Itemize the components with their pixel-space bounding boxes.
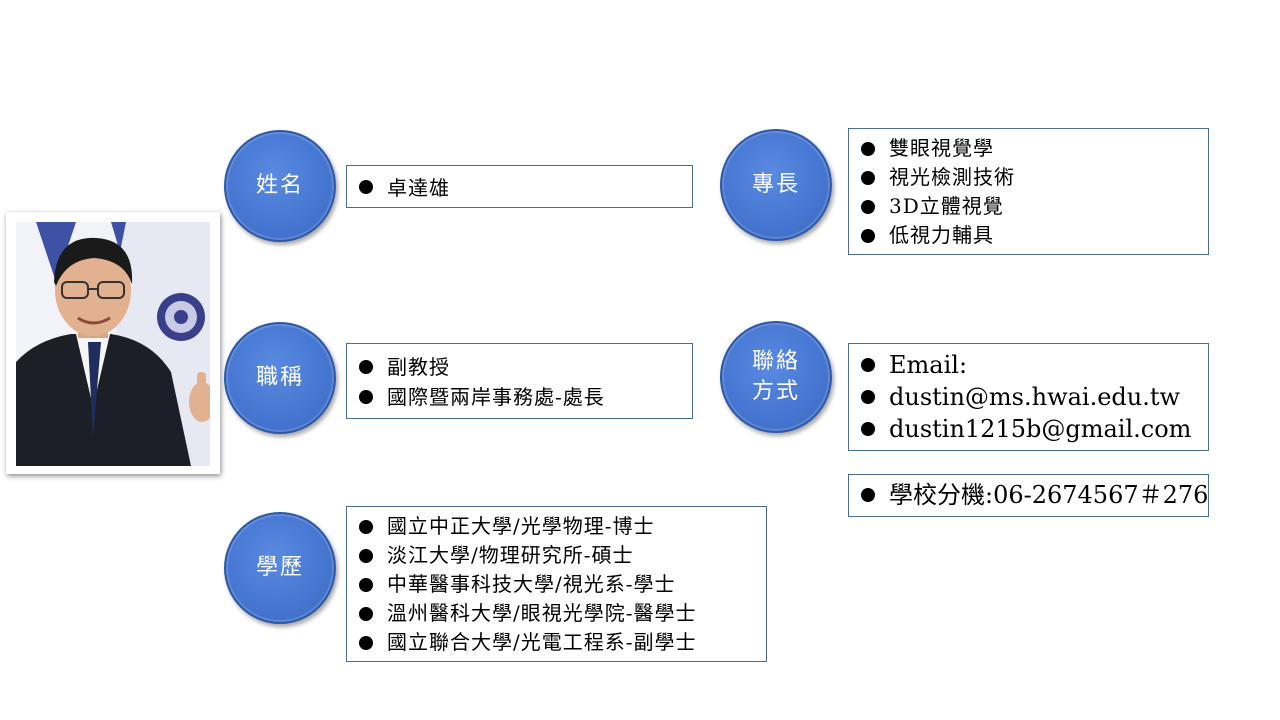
education-item: 國立中正大學/光學物理-博士: [357, 512, 756, 541]
contact-email-2: dustin1215b@gmail.com: [859, 413, 1198, 445]
title-box: 副教授 國際暨兩岸事務處-處長: [346, 343, 693, 419]
expertise-label: 專長: [751, 172, 800, 197]
education-label: 學歷: [255, 555, 304, 580]
expertise-item: 視光檢測技術: [859, 163, 1198, 192]
expertise-item: 3D立體視覺: [859, 192, 1198, 221]
contact-label-line2: 方式: [751, 379, 800, 404]
name-box: 卓達雄: [346, 165, 693, 208]
title-circle-label: 職稱: [224, 322, 336, 434]
contact-box: Email: dustin@ms.hwai.edu.tw dustin1215b…: [848, 343, 1209, 451]
education-circle-label: 學歷: [224, 512, 336, 624]
name-label: 姓名: [255, 173, 304, 198]
extension-number: 學校分機:06-2674567＃276: [859, 479, 1208, 511]
education-item: 溫州醫科大學/眼視光學院-醫學士: [357, 599, 756, 628]
title-item: 副教授: [357, 352, 682, 382]
contact-circle-label: 聯絡 方式: [720, 321, 832, 433]
name-circle-label: 姓名: [224, 130, 336, 242]
expertise-item: 雙眼視覺學: [859, 134, 1198, 163]
education-item: 中華醫事科技大學/視光系-學士: [357, 570, 756, 599]
education-item: 淡江大學/物理研究所-碩士: [357, 541, 756, 570]
extension-box: 學校分機:06-2674567＃276: [848, 474, 1209, 517]
name-value: 卓達雄: [357, 172, 682, 201]
person-illustration: [16, 222, 210, 466]
contact-email-1: dustin@ms.hwai.edu.tw: [859, 381, 1198, 413]
expertise-item: 低視力輔具: [859, 221, 1198, 250]
education-box: 國立中正大學/光學物理-博士 淡江大學/物理研究所-碩士 中華醫事科技大學/視光…: [346, 506, 767, 662]
expertise-circle-label: 專長: [720, 129, 832, 241]
profile-photo: [16, 222, 210, 466]
profile-photo-frame: [6, 212, 220, 474]
expertise-box: 雙眼視覺學 視光檢測技術 3D立體視覺 低視力輔具: [848, 128, 1209, 255]
education-item: 國立聯合大學/光電工程系-副學士: [357, 628, 756, 657]
contact-label-line1: 聯絡: [751, 349, 800, 374]
title-label: 職稱: [255, 365, 304, 390]
title-item: 國際暨兩岸事務處-處長: [357, 382, 682, 412]
contact-email-label: Email:: [859, 349, 1198, 381]
